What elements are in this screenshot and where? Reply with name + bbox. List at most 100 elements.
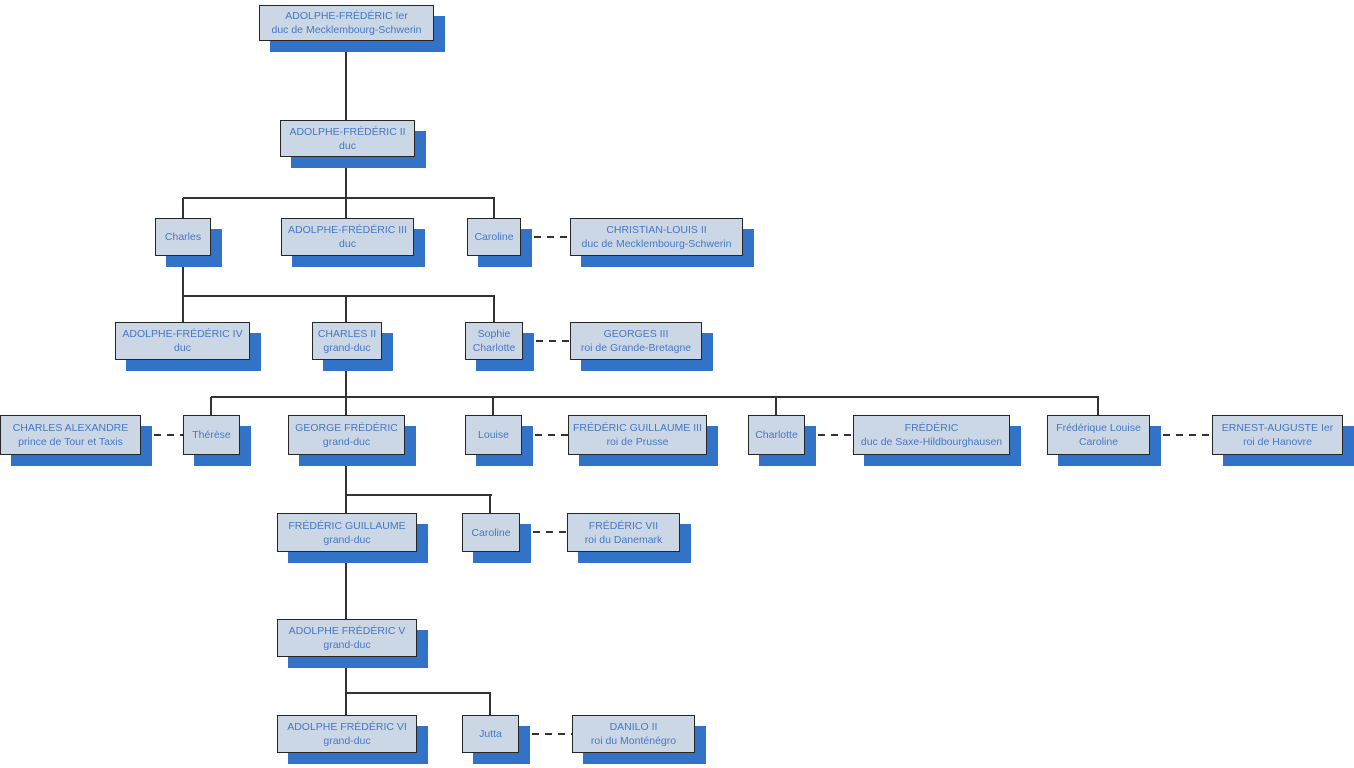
person-box-caroline-1[interactable]: Caroline [467,218,521,256]
person-box-adolphe-frederic-6[interactable]: ADOLPHE FRÉDÉRIC VI grand-duc [277,715,417,753]
person-title: grand-duc [323,533,371,546]
descent-line [346,692,491,694]
person-title: roi de Prusse [606,436,669,448]
descent-line [345,397,347,415]
person-box-charles[interactable]: Charles [155,218,211,256]
marriage-dashed-line [522,434,568,436]
person-title: duc [339,238,356,250]
marriage-dashed-line [1150,434,1212,436]
person-name: CHRISTIAN-LOUIS II [606,224,707,236]
marriage-dashed-line [523,340,570,342]
person-name: ERNEST-AUGUSTE Ier [1221,422,1334,434]
descent-line [493,296,495,322]
person-title: roi du Monténégro [590,735,677,747]
person-box-georges-3[interactable]: GEORGES III roi de Grande-Bretagne [570,322,702,360]
descent-line [345,657,347,693]
person-name: ADOLPHE-FRÉDÉRIC II [289,125,406,138]
descent-line [182,256,184,296]
person-box-adolphe-frederic-4[interactable]: ADOLPHE-FRÉDÉRIC IV duc [115,322,250,360]
person-name: GEORGES III [603,328,669,340]
person-name: ADOLPHE-FRÉDÉRIC III [287,224,408,236]
person-name: Frédérique Louise [1056,422,1141,434]
descent-line [183,197,495,199]
person-title: roi de Grande-Bretagne [580,342,692,354]
person-name: FRÉDÉRIC VII [588,519,659,532]
descent-line [182,198,184,218]
descent-line [345,495,347,513]
person-box-adolphe-frederic-5[interactable]: ADOLPHE FRÉDÉRIC V grand-duc [277,619,417,657]
person-title: grand-duc [323,735,371,747]
descent-line [775,397,777,415]
marriage-dashed-line [520,531,567,533]
descent-line [345,455,347,495]
person-name: Thérèse [192,429,231,441]
descent-line [493,198,495,218]
person-name: FRÉDÉRIC [904,422,959,434]
marriage-dashed-line [519,733,572,735]
person-name: ADOLPHE FRÉDÉRIC VI [287,721,407,733]
person-name: ADOLPHE-FRÉDÉRIC IV [122,328,243,340]
person-box-danilo-2[interactable]: DANILO II roi du Monténégro [572,715,695,753]
person-box-christian-louis-2[interactable]: CHRISTIAN-LOUIS II duc de Mecklembourg-Sc… [570,218,743,256]
person-name: Sophie [477,328,511,340]
person-name: Jutta [479,728,502,740]
person-box-caroline-2[interactable]: Caroline [462,513,520,552]
person-box-adolphe-frederic-3[interactable]: ADOLPHE-FRÉDÉRIC III duc [281,218,414,256]
descent-line [182,296,184,322]
person-name: Caroline [471,526,511,539]
descent-line [345,552,347,619]
person-box-frederic-saxe[interactable]: FRÉDÉRIC duc de Saxe-Hildbourghausen [853,415,1010,455]
descent-line [489,495,491,513]
person-title: duc de Mecklembourg-Schwerin [581,238,732,250]
descent-line [345,157,347,198]
person-title: grand-duc [323,342,371,354]
person-name: Charles [164,231,202,243]
descent-line [345,198,347,218]
person-name: DANILO II [609,721,658,733]
marriage-dashed-line [521,236,570,238]
person-name: Louise [478,429,509,441]
person-name: GEORGE FRÉDÉRIC [295,422,398,434]
person-box-charlotte[interactable]: Charlotte [748,415,805,455]
descent-line [492,397,494,415]
person-box-charles-alexandre[interactable]: CHARLES ALEXANDRE prince de Tour et Taxis [0,415,141,455]
person-title: duc de Saxe-Hildbourghausen [860,436,1003,448]
person-box-frederic-guillaume-3[interactable]: FRÉDÉRIC GUILLAUME III roi de Prusse [568,415,707,455]
person-box-jutta[interactable]: Jutta [462,715,519,753]
person-name: CHARLES ALEXANDRE [12,422,129,434]
person-title: duc [339,139,356,152]
descent-line [210,397,212,415]
person-name: Charlotte [755,429,798,441]
person-name: FRÉDÉRIC GUILLAUME [288,519,406,532]
descent-line [345,360,347,397]
person-box-charles-2[interactable]: CHARLES II grand-duc [312,322,382,360]
descent-line [211,396,1099,398]
person-box-louise[interactable]: Louise [465,415,522,455]
person-title: Caroline [1078,436,1119,448]
person-name: ADOLPHE FRÉDÉRIC V [288,625,406,637]
person-title: prince de Tour et Taxis [18,436,123,448]
person-title: grand-duc [323,639,371,651]
descent-line [345,41,347,120]
marriage-dashed-line [805,434,853,436]
person-name: CHARLES II [317,328,377,340]
descent-line [489,693,491,715]
person-name: FRÉDÉRIC GUILLAUME III [573,422,702,434]
descent-line [183,295,495,297]
person-box-therese[interactable]: Thérèse [183,415,240,455]
descent-line [345,296,347,322]
person-name: ADOLPHE-FRÉDÉRIC Ier [285,10,408,22]
descent-line [346,494,492,496]
descent-line [1097,397,1099,415]
person-title: roi du Danemark [584,533,663,546]
person-title: duc [174,342,191,354]
